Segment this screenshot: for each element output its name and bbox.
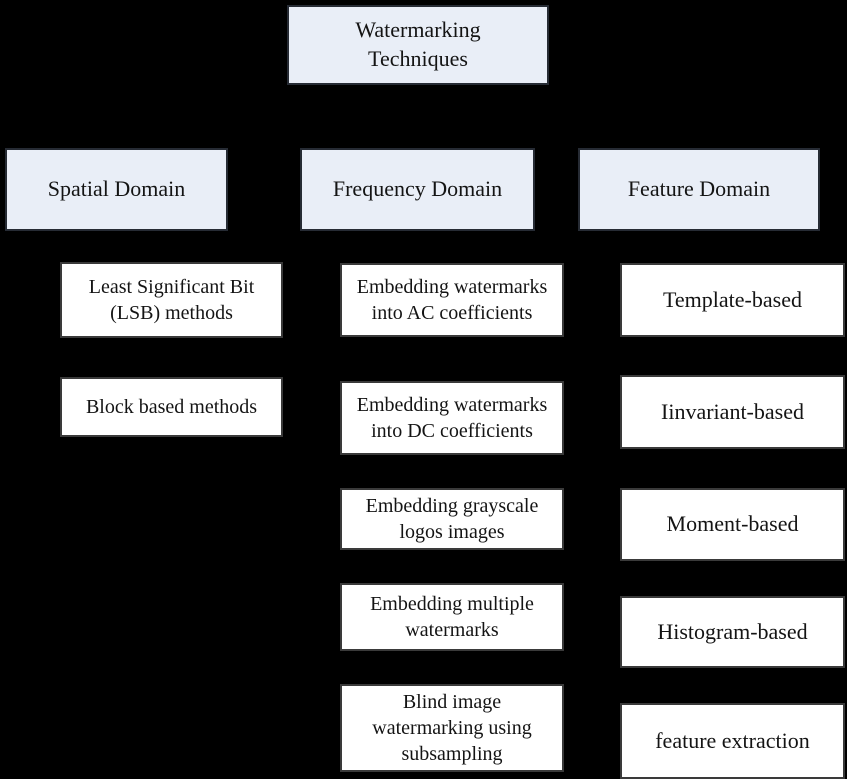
leaf-embedding-multiple-watermarks: Embedding multiple watermarks [340, 583, 564, 651]
header-frequency-domain: Frequency Domain [300, 148, 535, 231]
leaf-blind-image-watermarking-subsampling: Blind image watermarking using subsampli… [340, 684, 564, 772]
leaf-moment-based: Moment-based [620, 488, 845, 561]
leaf-embedding-dc-coefficients: Embedding watermarks into DC coefficient… [340, 381, 564, 455]
leaf-invariant-based: Iinvariant-based [620, 375, 845, 449]
header-spatial-domain: Spatial Domain [5, 148, 228, 231]
leaf-block-based-methods: Block based methods [60, 377, 283, 437]
header-feature-domain: Feature Domain [578, 148, 820, 231]
leaf-feature-extraction: feature extraction [620, 703, 845, 779]
leaf-histogram-based: Histogram-based [620, 596, 845, 668]
leaf-embedding-grayscale-logos: Embedding grayscale logos images [340, 488, 564, 550]
leaf-template-based: Template-based [620, 263, 845, 337]
root-node-watermarking-techniques: Watermarking Techniques [287, 5, 549, 85]
leaf-embedding-ac-coefficients: Embedding watermarks into AC coefficient… [340, 263, 564, 337]
leaf-lsb-methods: Least Significant Bit (LSB) methods [60, 262, 283, 338]
